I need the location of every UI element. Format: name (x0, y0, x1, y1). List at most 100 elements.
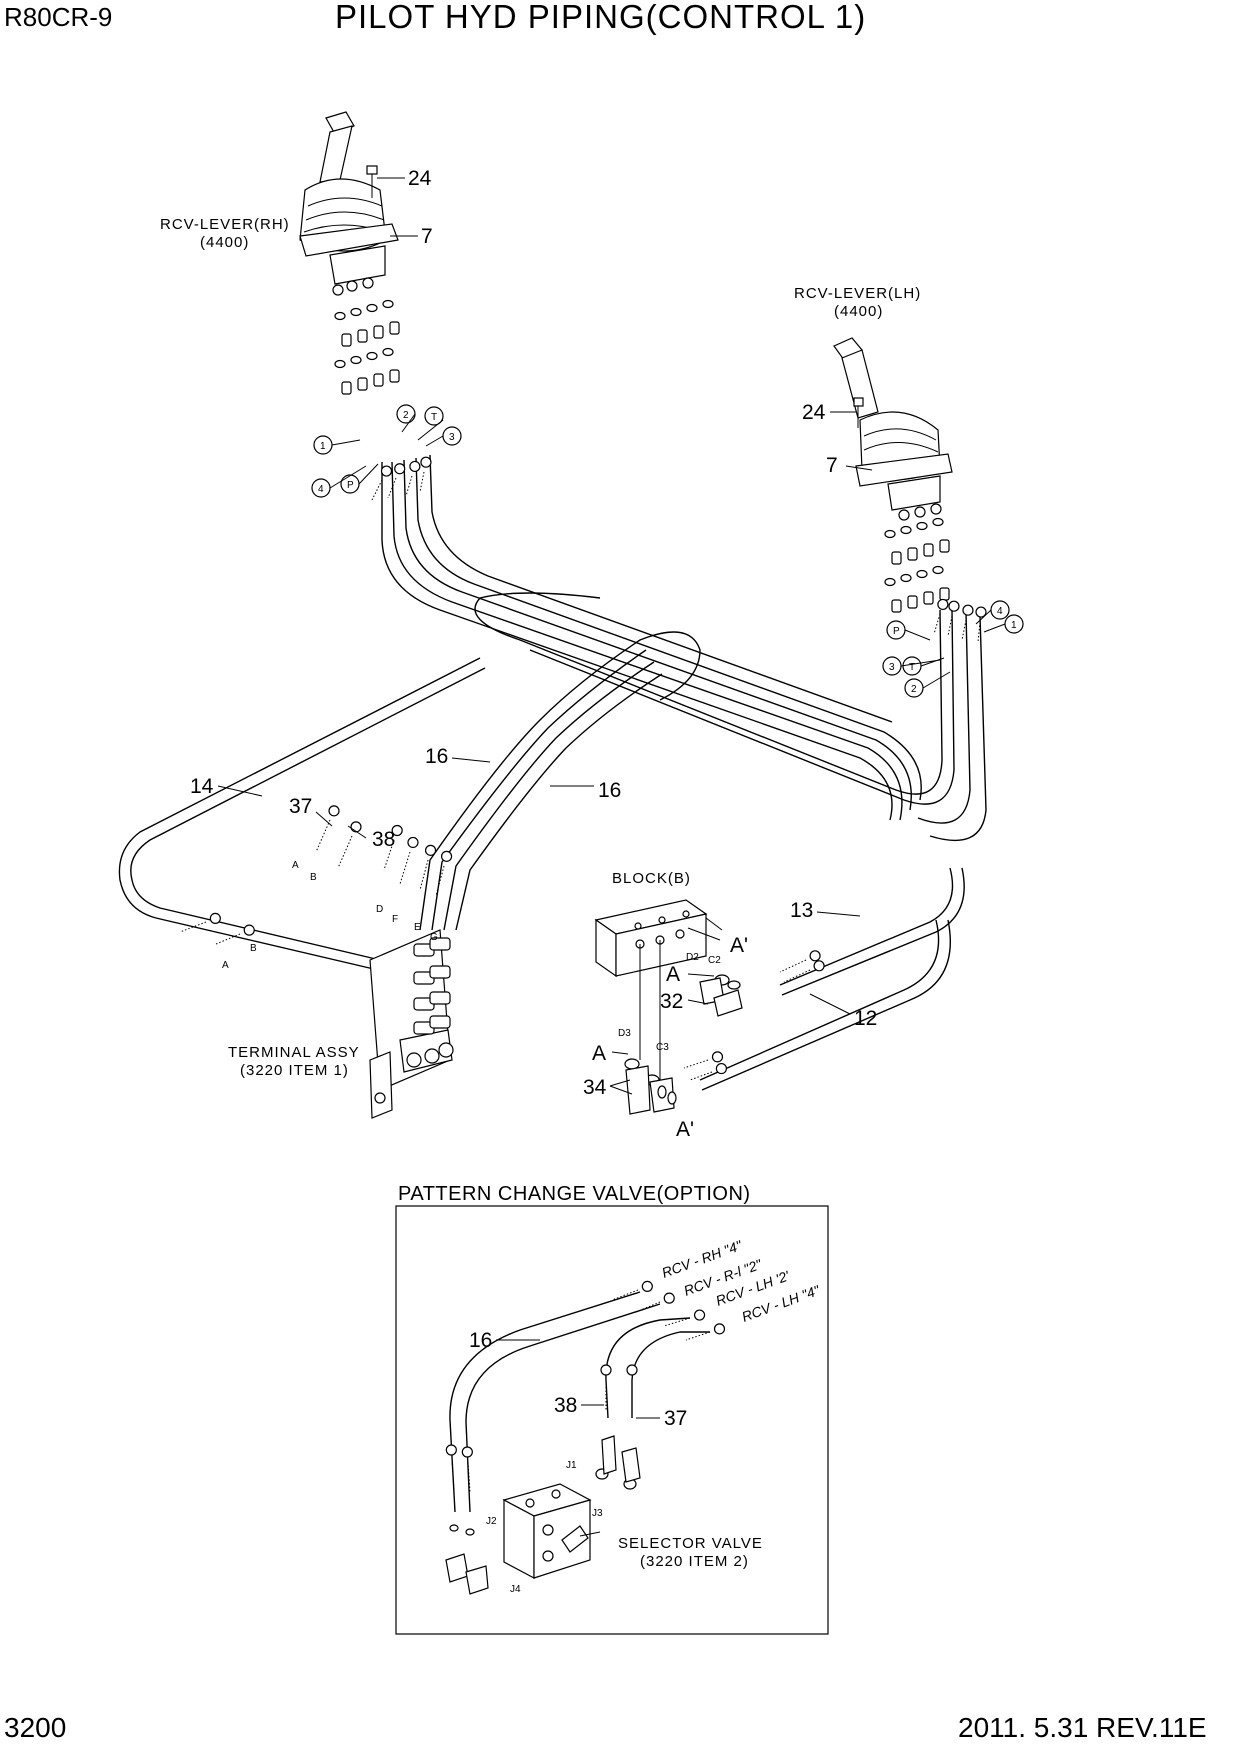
o-ring (900, 573, 912, 583)
port-b-1: B (310, 872, 317, 883)
adapter-fitting (389, 369, 400, 383)
hose-crimp-sleeve (387, 477, 397, 499)
o-ring (916, 569, 928, 579)
hose-14 (118, 657, 486, 971)
callout-32: 32 (660, 990, 683, 1013)
o-ring (382, 347, 394, 357)
o-ring (932, 565, 944, 575)
pattern-change-title: PATTERN CHANGE VALVE(OPTION) (398, 1183, 751, 1205)
port-a-2: A (222, 960, 229, 971)
callout-14: 14 (190, 775, 214, 798)
hose-nut (380, 465, 393, 477)
hose-nut (243, 924, 255, 936)
adapter-fitting (891, 551, 902, 565)
lh-bolt-24 (853, 397, 864, 428)
port-j3: J3 (592, 1508, 603, 1519)
port-j2: J2 (486, 1516, 497, 1527)
port-c2: C2 (708, 955, 721, 966)
hose-crimp-sleeve (419, 471, 425, 493)
block-label: BLOCK(B) (612, 870, 691, 887)
hose-crimp-sleeve (371, 479, 383, 501)
terminal-port-fitting (429, 937, 451, 951)
hose-lh-routing (474, 592, 987, 842)
o-ring (350, 355, 362, 365)
rcv-lh-ref: (4400) (834, 303, 883, 320)
section-a-prime-1: A' (730, 934, 748, 957)
o-ring (884, 577, 896, 587)
hose-nut (424, 844, 437, 856)
o-ring (334, 311, 346, 321)
port-j1: J1 (566, 1460, 577, 1471)
hose-nut (407, 836, 419, 849)
o-ring (916, 521, 928, 531)
hose-nut (440, 850, 453, 862)
pattern-change-box (395, 1205, 829, 1635)
terminal-port-fitting (429, 965, 451, 979)
hose-crimp-sleeve (215, 933, 241, 945)
hose-crimp-sleeve (683, 1059, 709, 1069)
callout-37: 37 (289, 795, 312, 818)
port-g: G (430, 932, 438, 943)
rcv-rh-ref: (4400) (200, 234, 249, 251)
callout-24-lh: 24 (802, 401, 826, 424)
hose-nut (809, 950, 821, 962)
hose-nut (409, 460, 421, 473)
hose-crimp-sleeve (783, 969, 811, 983)
hose-nut (641, 1280, 653, 1293)
port-lh-p: P (893, 626, 900, 637)
adapter-fitting (373, 325, 384, 339)
o-ring (350, 307, 362, 317)
port-a-1: A (292, 860, 299, 871)
hose-crimp-sleeve (947, 615, 953, 637)
hose-crimp-sleeve (399, 851, 411, 885)
o-ring (366, 303, 378, 313)
pattern-hose-ends (445, 1280, 726, 1493)
adapter-fitting (923, 591, 934, 605)
section-a-prime-2: A' (676, 1118, 694, 1141)
hose-crimp-sleeve (689, 1071, 713, 1081)
hose-crimp-sleeve (405, 475, 413, 497)
terminal-assy-name: TERMINAL ASSY (228, 1044, 360, 1061)
hose-crimp-sleeve (961, 619, 967, 641)
hose-crimp-sleeve (611, 1289, 639, 1301)
port-rh-3: 3 (449, 432, 455, 443)
hose-nut (713, 1323, 726, 1335)
hose-crimp-sleeve (435, 865, 445, 897)
callout-13: 13 (790, 899, 813, 922)
rh-fittings (334, 299, 400, 395)
port-f: F (392, 914, 398, 925)
hose-nut (328, 805, 340, 817)
hose-nut (350, 821, 362, 833)
port-markers: 1 2 T 3 4 P 4 1 P 3 T 2 (311, 404, 1024, 698)
hose-crimp-sleeve (419, 859, 429, 891)
hose-nut (693, 1309, 706, 1321)
port-d3: D3 (618, 1028, 631, 1039)
hose-12 (699, 919, 952, 1091)
port-d2: D2 (686, 952, 699, 963)
hose-ends (179, 456, 987, 1081)
hose-nut (813, 960, 825, 972)
hose-nut (962, 604, 974, 616)
adapter-fitting (907, 547, 918, 561)
callout-16-pattern: 16 (469, 1329, 492, 1352)
fitting-34 (624, 1058, 677, 1115)
hose-crimp-sleeve (467, 1461, 471, 1493)
block-b (594, 899, 723, 1080)
section-a-1: A (666, 963, 680, 986)
selector-valve-ref: (3220 ITEM 2) (640, 1553, 749, 1570)
port-letters: A B A B D F E G D2 C2 D3 C3 A A A' A' J1… (222, 860, 748, 1595)
hose-nut (626, 1364, 638, 1376)
port-rh-1: 1 (320, 441, 326, 452)
adapter-fitting (891, 599, 902, 613)
hose-nut (461, 1446, 473, 1458)
rcv-lever-rh (299, 111, 399, 296)
hose-nut (600, 1364, 612, 1376)
o-ring (366, 351, 378, 361)
lh-fittings (884, 517, 950, 613)
adapter-fitting (923, 543, 934, 557)
hose-crimp-sleeve (779, 959, 807, 973)
rcv-lh-name: RCV-LEVER(LH) (794, 285, 921, 302)
callout-38-pattern: 38 (554, 1394, 577, 1417)
adapter-fitting (341, 381, 352, 395)
